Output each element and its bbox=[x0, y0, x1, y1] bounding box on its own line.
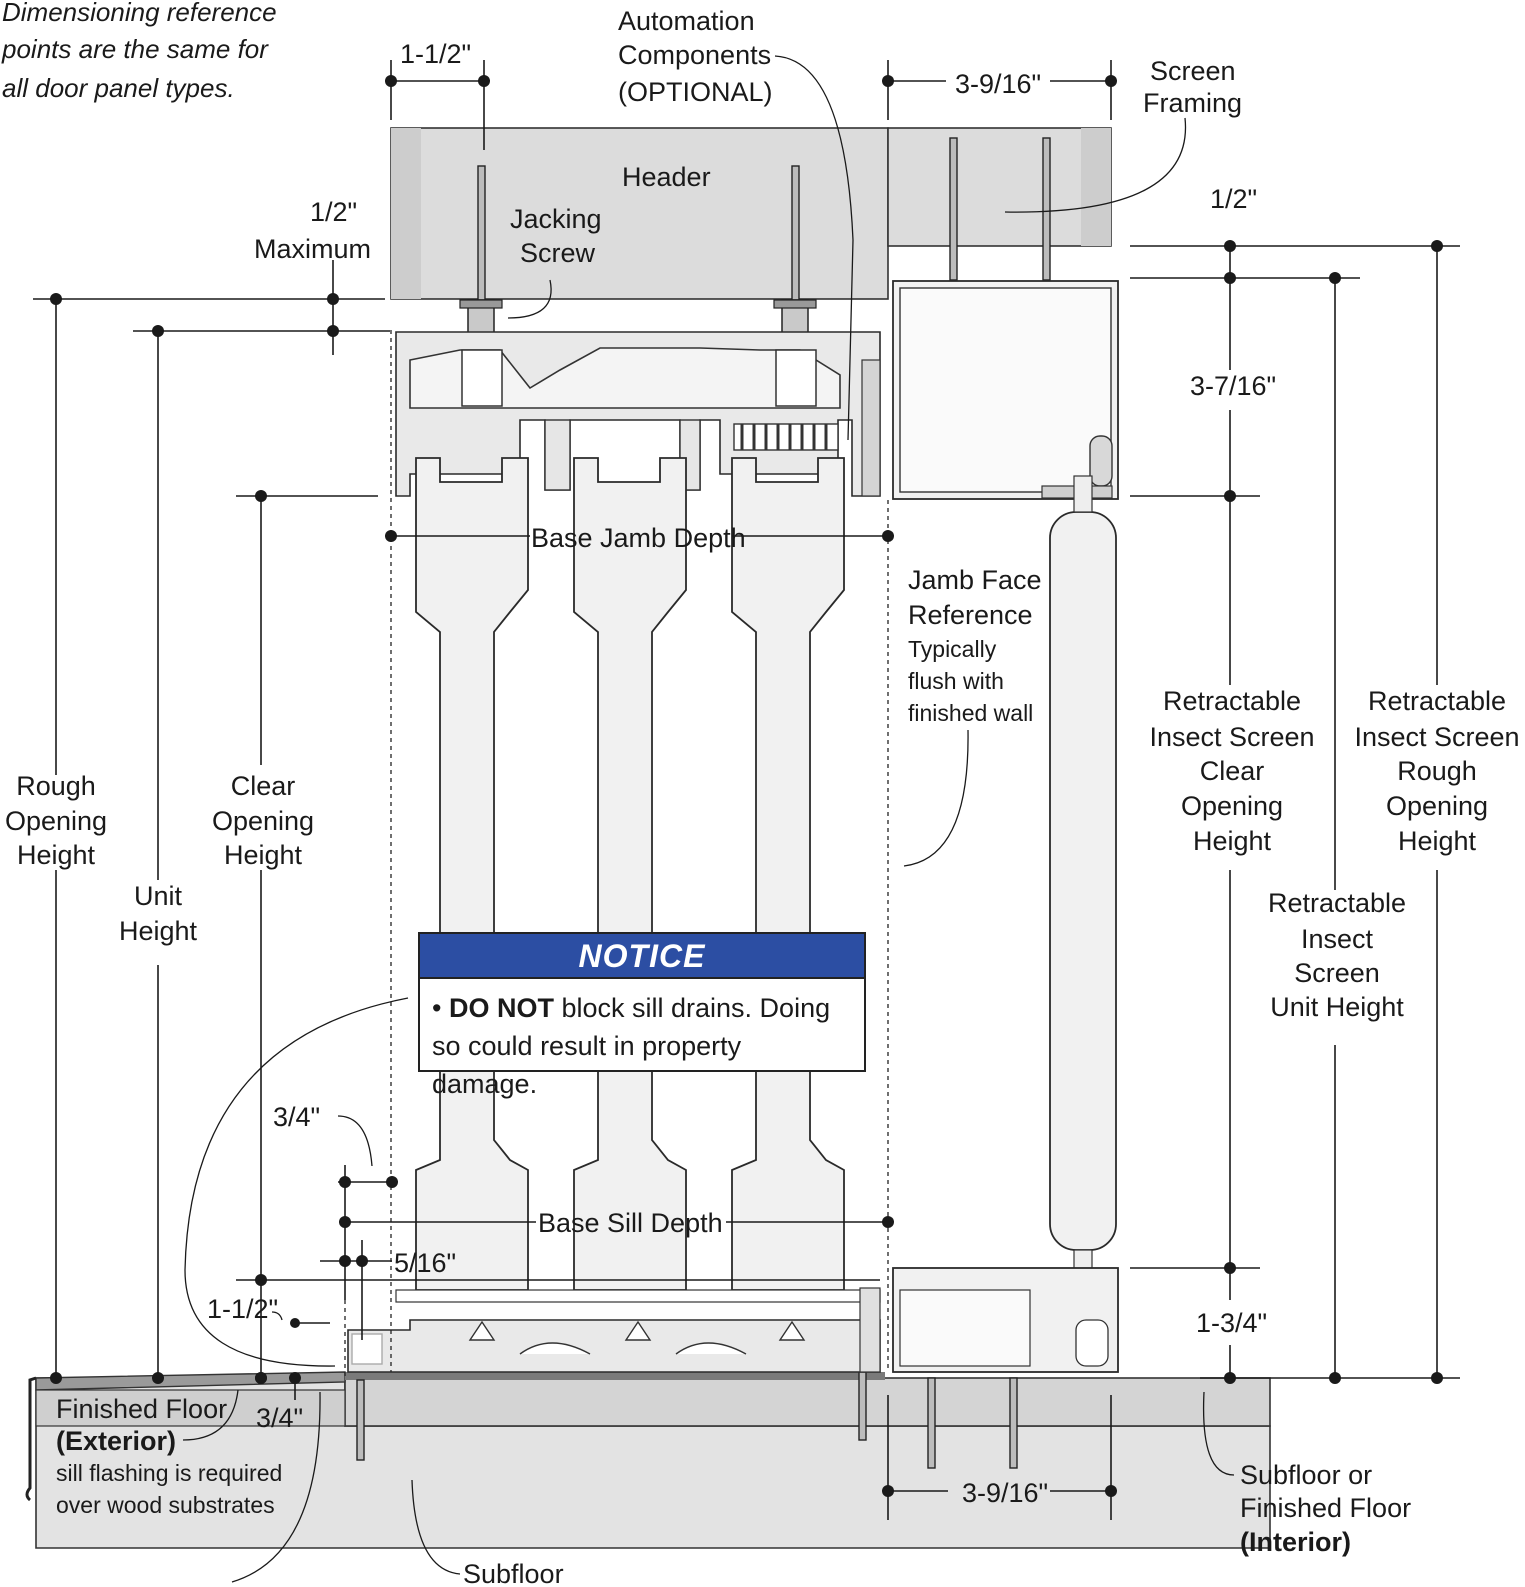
header-wood bbox=[390, 127, 1112, 300]
svg-text:Reference: Reference bbox=[908, 600, 1033, 630]
svg-text:Opening: Opening bbox=[5, 806, 107, 836]
svg-text:Maximum: Maximum bbox=[254, 234, 371, 264]
svg-text:all door panel types.: all door panel types. bbox=[2, 73, 235, 103]
automation-label: Automation Components (OPTIONAL) bbox=[618, 6, 773, 107]
base-jamb-depth-label: Base Jamb Depth bbox=[531, 523, 746, 553]
floor-assembly bbox=[25, 1371, 1271, 1549]
svg-text:Clear: Clear bbox=[1200, 756, 1265, 786]
dim-screen-head: 3-7/16" bbox=[1190, 371, 1276, 401]
svg-text:Height: Height bbox=[224, 840, 303, 870]
dim-sill-step: 1-1/2" bbox=[207, 1294, 278, 1324]
ris-unit-label: Retractable Insect Screen Unit Height bbox=[1268, 888, 1406, 1022]
subfloor-interior-label: Subfloor or Finished Floor (Interior) bbox=[1240, 1460, 1411, 1557]
notice-title: NOTICE bbox=[420, 934, 864, 979]
notice-bullet: • bbox=[432, 993, 442, 1023]
svg-text:Subfloor or: Subfloor or bbox=[1240, 1460, 1372, 1490]
svg-text:Clear: Clear bbox=[231, 771, 296, 801]
svg-text:points are the same for: points are the same for bbox=[1, 34, 269, 64]
svg-text:Components: Components bbox=[618, 40, 771, 70]
svg-text:Height: Height bbox=[1398, 826, 1477, 856]
subfloor-label: Subfloor bbox=[463, 1559, 564, 1587]
svg-text:Insect Screen: Insect Screen bbox=[1354, 722, 1519, 752]
dim-screen-frame-bottom: 3-9/16" bbox=[962, 1478, 1048, 1508]
svg-text:(OPTIONAL): (OPTIONAL) bbox=[618, 77, 773, 107]
header-label: Header bbox=[622, 162, 711, 192]
ris-rough-label: Retractable Insect Screen Rough Opening … bbox=[1354, 686, 1519, 856]
svg-text:Jamb Face: Jamb Face bbox=[908, 565, 1042, 595]
dim-header-max: 1/2" Maximum bbox=[254, 197, 371, 264]
notice-text: block sill drains. Doing bbox=[561, 993, 831, 1023]
finished-floor-label: Finished Floor (Exterior) sill flashing … bbox=[56, 1394, 282, 1518]
svg-text:Finished Floor: Finished Floor bbox=[1240, 1493, 1411, 1523]
svg-text:Opening: Opening bbox=[212, 806, 314, 836]
jacking-screw-label: Jacking Screw bbox=[510, 204, 602, 268]
svg-text:Dimensioning reference: Dimensioning reference bbox=[2, 0, 277, 27]
svg-text:Automation: Automation bbox=[618, 6, 755, 36]
clear-opening-label: Clear Opening Height bbox=[212, 771, 314, 870]
svg-text:Height: Height bbox=[1193, 826, 1272, 856]
sill-profile bbox=[347, 1267, 1119, 1373]
notice-do-not: DO NOT bbox=[448, 993, 554, 1023]
base-sill-depth-label: Base Sill Depth bbox=[538, 1208, 723, 1238]
svg-text:Retractable: Retractable bbox=[1163, 686, 1301, 716]
svg-text:Screen: Screen bbox=[1150, 56, 1236, 86]
dimension-lines bbox=[33, 60, 1460, 1520]
svg-text:Opening: Opening bbox=[1386, 791, 1488, 821]
dim-screen-frame-top: 3-9/16" bbox=[955, 69, 1041, 99]
leader-lines bbox=[182, 55, 1235, 1583]
ris-clear-label: Retractable Insect Screen Clear Opening … bbox=[1149, 686, 1314, 856]
dim-sill-drain: 5/16" bbox=[394, 1248, 456, 1278]
dim-screen-sill: 1-3/4" bbox=[1196, 1308, 1267, 1338]
svg-text:Opening: Opening bbox=[1181, 791, 1283, 821]
screen-framing-label: Screen Framing bbox=[1143, 56, 1242, 118]
notice-box: NOTICE • DO NOT block sill drains. Doing… bbox=[418, 932, 866, 1099]
svg-text:over wood substrates: over wood substrates bbox=[56, 1492, 275, 1518]
dim-jamb-offset: 1-1/2" bbox=[400, 39, 471, 69]
svg-text:sill flashing is required: sill flashing is required bbox=[56, 1460, 282, 1486]
svg-text:Unit Height: Unit Height bbox=[1270, 992, 1404, 1022]
svg-text:Unit: Unit bbox=[134, 881, 183, 911]
svg-text:Typically: Typically bbox=[908, 636, 997, 662]
svg-text:Rough: Rough bbox=[1397, 756, 1477, 786]
svg-text:(Interior): (Interior) bbox=[1240, 1527, 1351, 1557]
svg-text:Height: Height bbox=[119, 916, 198, 946]
svg-text:Retractable: Retractable bbox=[1268, 888, 1406, 918]
dim-sill-top: 3/4" bbox=[273, 1102, 320, 1132]
svg-text:Jacking: Jacking bbox=[510, 204, 602, 234]
svg-text:Insect Screen: Insect Screen bbox=[1149, 722, 1314, 752]
svg-text:Framing: Framing bbox=[1143, 88, 1242, 118]
notice-body: • DO NOT block sill drains. Doing so cou… bbox=[420, 979, 864, 1103]
unit-height-label: Unit Height bbox=[119, 881, 198, 946]
svg-text:Insect: Insect bbox=[1301, 924, 1374, 954]
dim-screen-gap: 1/2" bbox=[1210, 184, 1257, 214]
svg-text:Height: Height bbox=[17, 840, 96, 870]
notice-text-2: so could result in property damage. bbox=[432, 1031, 742, 1099]
head-jamb-profile bbox=[395, 331, 881, 497]
svg-text:(Exterior): (Exterior) bbox=[56, 1426, 176, 1456]
svg-text:Finished Floor: Finished Floor bbox=[56, 1394, 227, 1424]
door-panels bbox=[415, 457, 1117, 1301]
rough-opening-label: Rough Opening Height bbox=[5, 771, 107, 870]
dim-sill-bottom: 3/4" bbox=[256, 1403, 303, 1433]
note-text: Dimensioning reference points are the sa… bbox=[1, 0, 277, 103]
screen-head-box bbox=[892, 280, 1119, 500]
jamb-face-label: Jamb Face Reference Typically flush with… bbox=[908, 565, 1042, 726]
svg-text:Screw: Screw bbox=[520, 238, 596, 268]
svg-text:flush with: flush with bbox=[908, 668, 1004, 694]
svg-text:Rough: Rough bbox=[16, 771, 96, 801]
svg-text:1/2": 1/2" bbox=[310, 197, 357, 227]
svg-text:Retractable: Retractable bbox=[1368, 686, 1506, 716]
svg-text:Screen: Screen bbox=[1294, 958, 1380, 988]
svg-text:finished wall: finished wall bbox=[908, 700, 1033, 726]
